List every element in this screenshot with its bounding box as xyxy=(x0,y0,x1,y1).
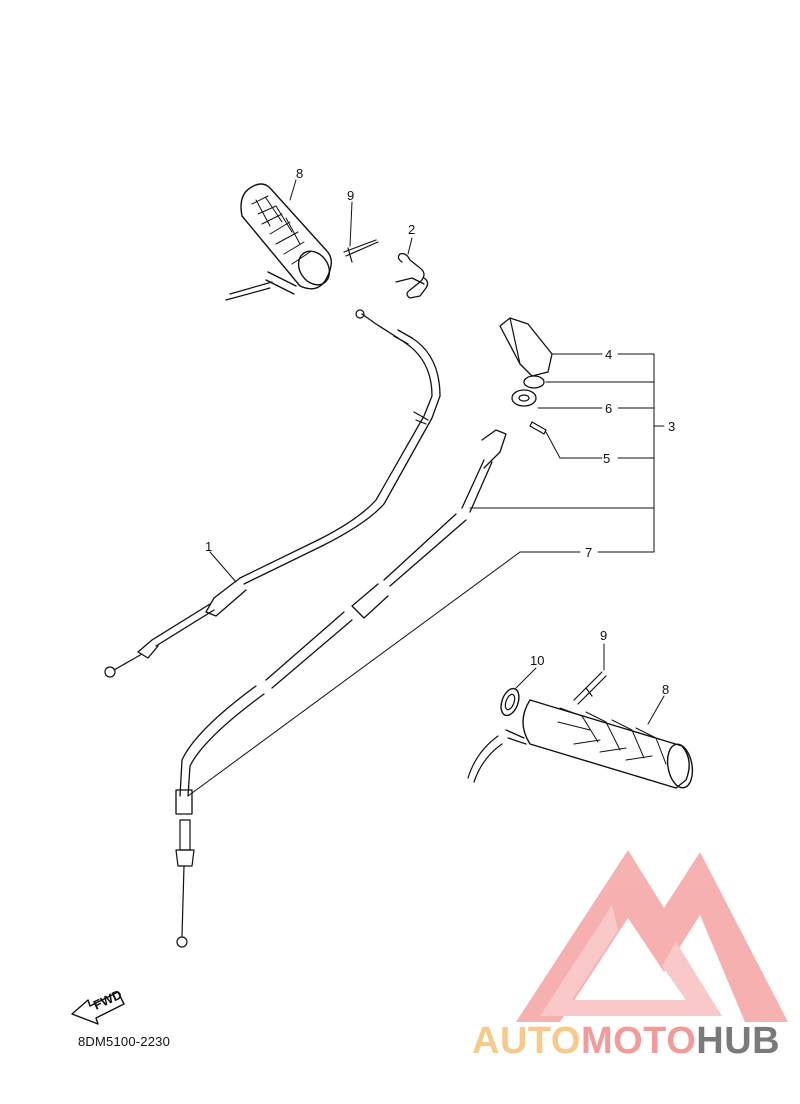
throttle-housing-parts xyxy=(499,317,553,435)
left-grip-assembly xyxy=(225,179,333,301)
callout-4: 4 xyxy=(605,347,612,362)
callout-1: 1 xyxy=(205,539,212,554)
part-code: 8DM5100-2230 xyxy=(78,1034,171,1049)
brand-part-moto: MOTO xyxy=(580,1020,697,1062)
watermark-logo xyxy=(516,850,788,1022)
callout-9-top: 9 xyxy=(347,188,354,203)
fwd-arrow-icon: FWD xyxy=(71,987,125,1025)
callout-9-right: 9 xyxy=(600,628,607,643)
callout-6: 6 xyxy=(605,401,612,416)
fwd-label: FWD xyxy=(91,987,124,1013)
callout-8-right: 8 xyxy=(662,682,669,697)
watermark-brand: AUTOMOTOHUB xyxy=(472,1022,780,1060)
leader-lines xyxy=(469,353,665,553)
callout-10: 10 xyxy=(530,653,544,668)
callout-5: 5 xyxy=(603,451,610,466)
cable-clip xyxy=(395,237,429,299)
throttle-cable-1 xyxy=(104,309,441,678)
throttle-cable-7 xyxy=(175,429,521,948)
callout-2: 2 xyxy=(408,222,415,237)
callout-3: 3 xyxy=(668,419,675,434)
brand-part-auto: AUTO xyxy=(472,1020,581,1062)
right-grip-assembly xyxy=(467,643,694,789)
callout-numbers: 8 9 2 4 6 3 5 7 1 9 10 8 xyxy=(205,166,675,697)
callout-8-top: 8 xyxy=(296,166,303,181)
callout-7: 7 xyxy=(585,545,592,560)
brand-part-hub: HUB xyxy=(696,1020,781,1062)
pin-top xyxy=(343,201,379,263)
